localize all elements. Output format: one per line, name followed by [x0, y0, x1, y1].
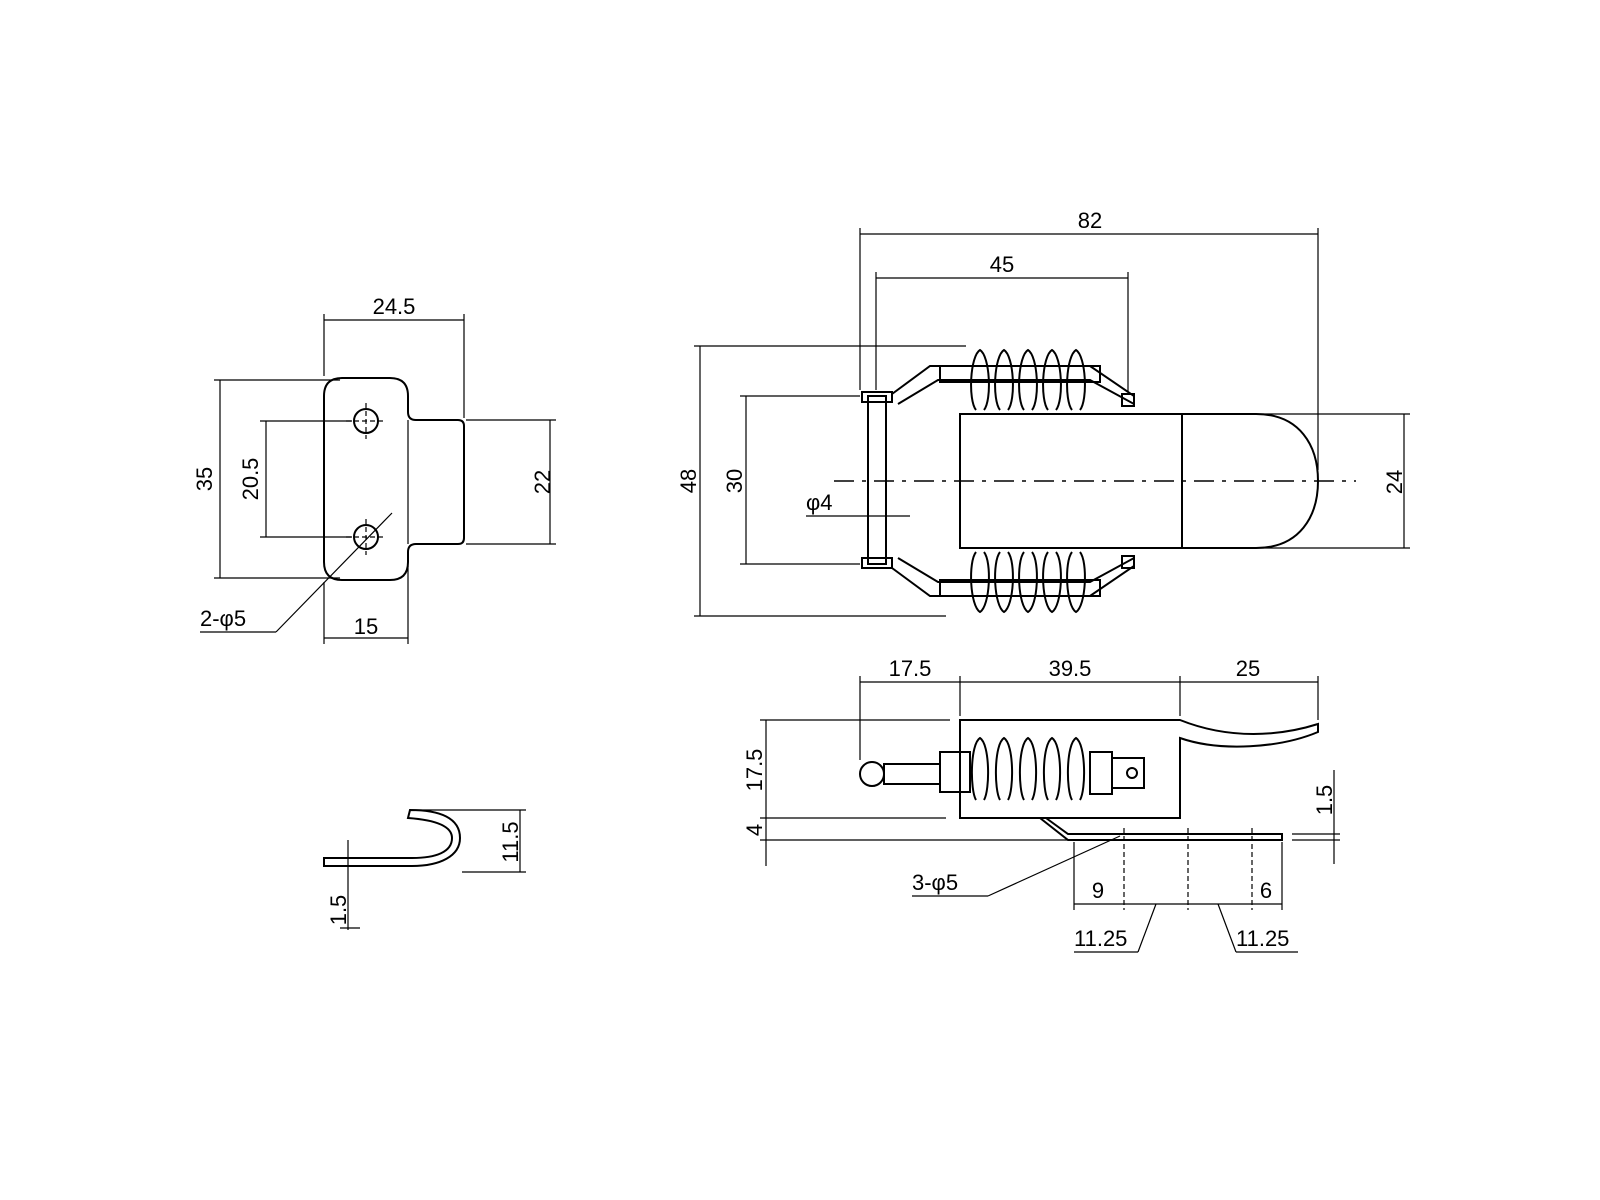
dim-strike-depth: 15	[354, 614, 378, 639]
dim-pin-diameter: φ4	[806, 490, 833, 515]
dim-side-thickness: 1.5	[1312, 785, 1337, 816]
dim-strike-side-height: 11.5	[498, 821, 523, 862]
dim-side-seg-c: 25	[1236, 656, 1260, 681]
upper-spring	[970, 348, 1086, 411]
dim-side-height: 17.5	[742, 749, 767, 792]
dim-pin-span: 30	[722, 469, 747, 493]
dim-strike-height: 35	[192, 467, 217, 491]
dim-body-width: 24	[1382, 470, 1407, 494]
dim-overall-length: 82	[1078, 208, 1102, 233]
dim-side-seg-a: 17.5	[889, 656, 932, 681]
lower-spring	[970, 551, 1086, 614]
dim-side-base: 4	[742, 824, 767, 836]
side-pin-eye	[859, 761, 885, 787]
dim-hole-pitch: 20.5	[238, 458, 263, 501]
strike-side-view: 11.5 1.5	[323, 808, 526, 930]
dim-hole-pitch-c: 11.25	[1074, 926, 1127, 951]
dim-hole-pitch-b: 6	[1260, 878, 1272, 903]
dim-side-seg-b: 39.5	[1049, 656, 1092, 681]
strike-plate-front-view: 24.5 35 20.5 22 15 2-φ5	[192, 294, 556, 644]
dim-strike-thickness: 1.5	[326, 895, 351, 926]
latch-top-view: 82 45 48 30 φ4 24	[676, 208, 1410, 617]
dim-plate-height: 22	[530, 470, 555, 494]
label-strike-holes: 2-φ5	[200, 606, 246, 631]
dim-strike-width: 24.5	[373, 294, 416, 319]
label-side-holes: 3-φ5	[912, 870, 958, 895]
side-spring	[970, 736, 1086, 801]
dim-hole-pitch-a: 9	[1092, 878, 1104, 903]
dim-spring-length: 45	[990, 252, 1014, 277]
dim-hole-pitch-d: 11.25	[1236, 926, 1289, 951]
dim-overall-width: 48	[676, 469, 701, 493]
latch-side-view: 17.5 39.5 25 17.5 4 1.5 9 6 11.25 11.25	[742, 656, 1340, 953]
